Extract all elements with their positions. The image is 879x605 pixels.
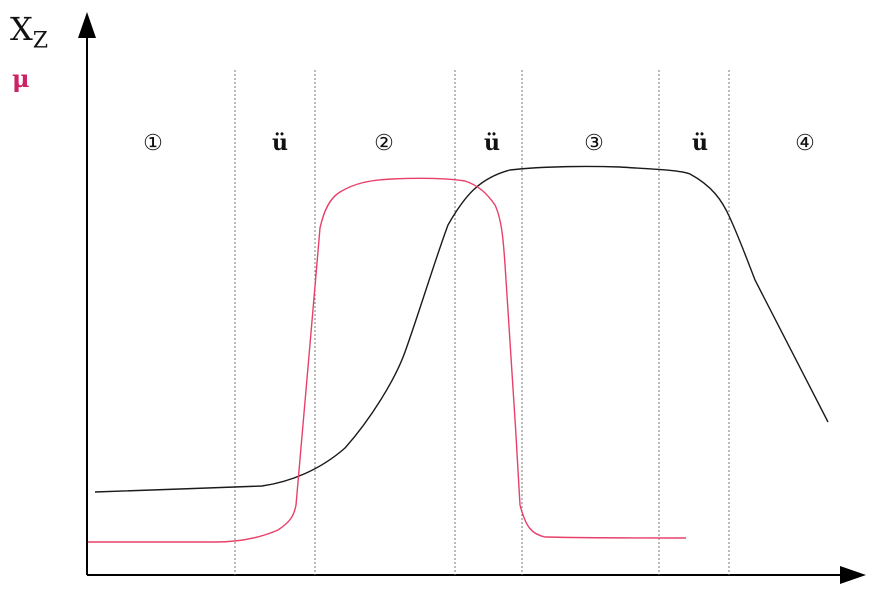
x-axis-arrow — [840, 566, 866, 584]
phase-label: ② — [374, 131, 394, 156]
y-axis-arrow — [78, 12, 96, 38]
xz-curve — [94, 165, 829, 493]
phase-label: ④ — [795, 131, 815, 156]
transition-label: ü — [692, 130, 708, 156]
mu-curve — [88, 177, 687, 543]
y-axis-label-xz: XZ — [10, 10, 49, 54]
phase-label: ① — [143, 131, 163, 156]
region-dividers — [234, 70, 730, 575]
phase-label: ③ — [584, 131, 604, 156]
y-axis-label-mu: μ — [12, 64, 30, 93]
transition-label: ü — [272, 130, 288, 156]
transition-label: ü — [484, 130, 500, 156]
region-labels: ① ü ② ü ③ ü ④ — [143, 130, 815, 156]
